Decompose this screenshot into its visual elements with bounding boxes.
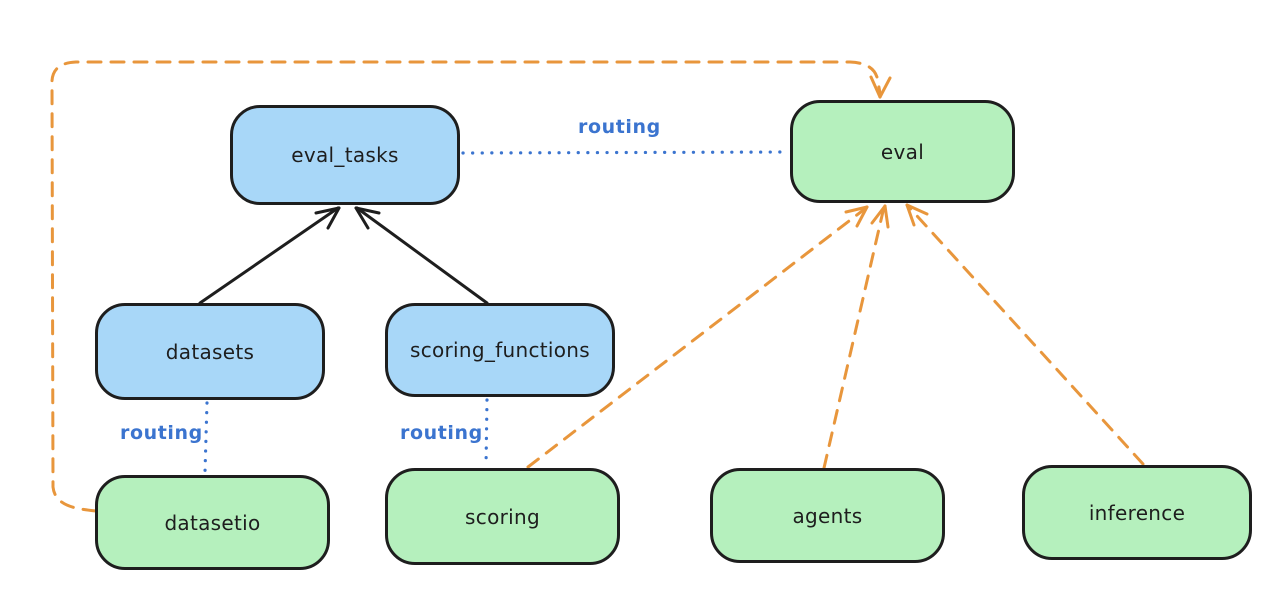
edge-inference-to-eval <box>905 203 1145 466</box>
node-inference: inference <box>1022 465 1252 560</box>
node-datasets-label: datasets <box>165 339 255 364</box>
node-eval: eval <box>790 100 1015 203</box>
node-agents: agents <box>710 468 945 563</box>
edge-eval-tasks-to-eval <box>461 150 790 155</box>
edge-agents-to-eval <box>822 204 890 470</box>
edge-label-routing-top: routing <box>578 116 661 138</box>
node-datasets: datasets <box>95 303 325 400</box>
node-eval-tasks: eval_tasks <box>230 105 460 205</box>
node-agents-label: agents <box>792 503 863 528</box>
edge-scoring-functions-to-eval-tasks <box>354 206 489 305</box>
edge-scoring-functions-to-scoring <box>484 398 489 468</box>
node-scoring-functions-label: scoring_functions <box>409 338 591 362</box>
node-scoring-functions: scoring_functions <box>385 303 615 397</box>
node-inference-label: inference <box>1088 500 1186 525</box>
node-eval-label: eval <box>880 139 925 164</box>
node-eval-tasks-label: eval_tasks <box>291 143 399 167</box>
edge-label-routing-left: routing <box>120 422 203 444</box>
edge-datasets-to-datasetio <box>203 401 209 474</box>
node-datasetio-label: datasetio <box>164 510 261 535</box>
edge-label-routing-middle: routing <box>400 422 483 444</box>
edge-datasets-to-eval-tasks <box>198 206 341 305</box>
node-scoring: scoring <box>385 468 620 565</box>
node-datasetio: datasetio <box>95 475 330 570</box>
node-scoring-label: scoring <box>465 504 540 529</box>
